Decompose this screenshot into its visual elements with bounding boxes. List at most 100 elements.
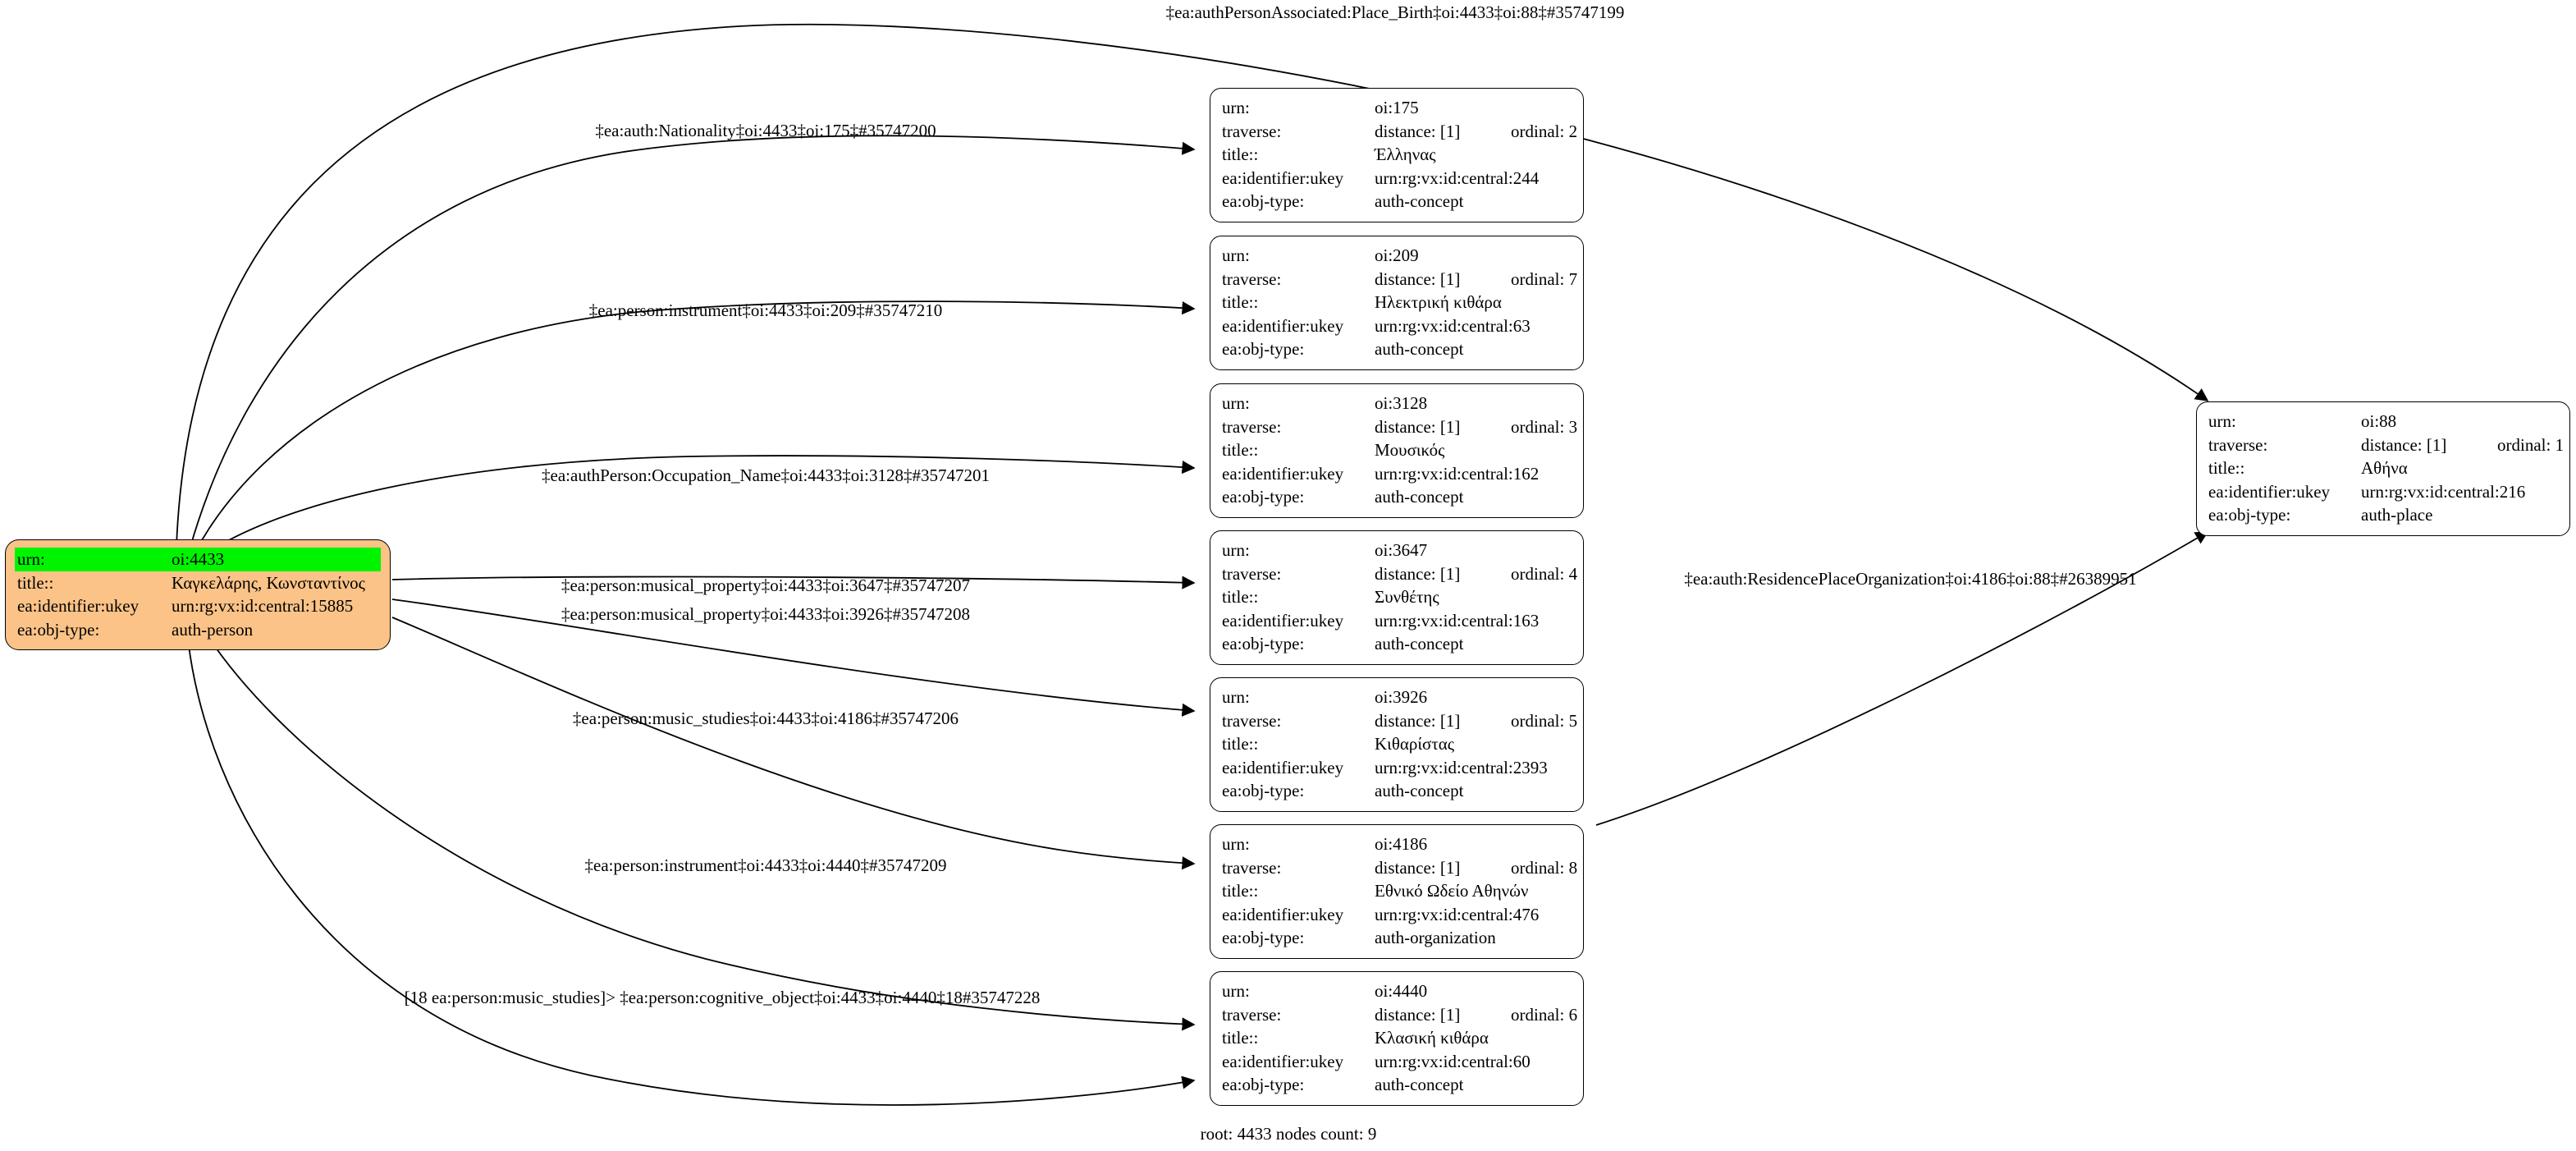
field-value-traverse: distance: [1]ordinal: 2	[1375, 120, 1578, 144]
field-label-traverse: traverse:	[1222, 121, 1282, 141]
node-row-objtype: ea:obj-type: auth-concept	[1219, 632, 1574, 656]
node-row-ukey: ea:identifier:ukey urn:rg:vx:id:central:…	[15, 594, 381, 618]
field-value-ukey: urn:rg:vx:id:central:162	[1375, 463, 1540, 484]
edge-path-instrument-209	[194, 300, 1196, 553]
field-value-objtype: auth-organization	[1375, 928, 1496, 948]
field-label-traverse: traverse:	[1222, 563, 1282, 584]
field-label-urn: urn:	[1222, 981, 1250, 1001]
field-label-urn: urn:	[1222, 687, 1250, 707]
node-row-ukey: ea:identifier:ukey urn:rg:vx:id:central:…	[1219, 1050, 1574, 1074]
field-label-objtype: ea:obj-type:	[1222, 634, 1305, 654]
node-row-title: title:: Κιθαρίστας	[1219, 732, 1574, 756]
field-label-urn: urn:	[1222, 98, 1250, 117]
field-label-title: title::	[1222, 881, 1259, 901]
node-row-objtype: ea:obj-type: auth-concept	[1219, 485, 1574, 509]
node-oi3926[interactable]: urn: oi:3926 traverse: distance: [1]ordi…	[1210, 677, 1584, 812]
field-value-ordinal: ordinal: 6	[1511, 1004, 1578, 1025]
node-row-title: title:: Έλληνας	[1219, 143, 1574, 167]
field-label-ukey: ea:identifier:ukey	[17, 596, 140, 617]
field-label-objtype: ea:obj-type:	[1222, 928, 1305, 948]
field-label-urn: urn:	[1222, 393, 1250, 413]
node-root-oi4433[interactable]: urn: oi:4433 title:: Καγκελάρης, Κωνσταν…	[5, 539, 391, 651]
field-label-objtype: ea:obj-type:	[1222, 191, 1305, 212]
node-row-title: title:: Καγκελάρης, Κωνσταντίνος	[15, 571, 381, 595]
field-value-title: Συνθέτης	[1375, 587, 1439, 608]
node-row-title: title:: Ηλεκτρική κιθάρα	[1219, 291, 1574, 314]
node-oi3128[interactable]: urn: oi:3128 traverse: distance: [1]ordi…	[1210, 383, 1584, 518]
node-row-objtype: ea:obj-type: auth-concept	[1219, 779, 1574, 803]
node-oi3647[interactable]: urn: oi:3647 traverse: distance: [1]ordi…	[1210, 530, 1584, 665]
field-label-objtype: ea:obj-type:	[1222, 1075, 1305, 1095]
node-row-ukey: ea:identifier:ukey urn:rg:vx:id:central:…	[1219, 314, 1574, 338]
edge-path-place-birth	[176, 23, 2209, 547]
node-row-urn: urn: oi:209	[1219, 244, 1574, 268]
node-row-urn: urn: oi:175	[1219, 96, 1574, 120]
node-oi209[interactable]: urn: oi:209 traverse: distance: [1]ordin…	[1210, 236, 1584, 370]
field-value-objtype: auth-concept	[1375, 1075, 1464, 1095]
node-row-urn: urn: oi:3926	[1219, 686, 1574, 709]
field-value-ukey: urn:rg:vx:id:central:63	[1375, 315, 1531, 336]
field-value-title: Μουσικός	[1375, 440, 1445, 461]
field-label-ukey: ea:identifier:ukey	[1222, 167, 1344, 188]
field-value-ordinal: ordinal: 5	[1511, 710, 1578, 731]
field-value-ukey: urn:rg:vx:id:central:244	[1375, 167, 1540, 188]
node-row-title: title:: Μουσικός	[1219, 438, 1574, 462]
edge-label-cognitive-object: [18 ea:person:music_studies]> ‡ea:person…	[404, 988, 1041, 1007]
node-row-title: title:: Εθνικό Ωδείο Αθηνών	[1219, 879, 1574, 903]
field-value-ordinal: ordinal: 3	[1511, 416, 1578, 437]
field-value-objtype: auth-concept	[1375, 487, 1464, 507]
node-row-objtype: ea:obj-type: auth-organization	[1219, 926, 1574, 950]
field-value-title: Κιθαρίστας	[1375, 734, 1455, 754]
edge-label-place-birth: ‡ea:authPersonAssociated:Place_Birth‡oi:…	[1165, 2, 1625, 22]
field-label-title: title::	[1222, 292, 1259, 313]
field-label-ukey: ea:identifier:ukey	[1222, 1051, 1344, 1071]
field-label-ukey: ea:identifier:ukey	[1222, 757, 1344, 777]
field-value-traverse: distance: [1]ordinal: 3	[1375, 415, 1578, 439]
field-value-title: Εθνικό Ωδείο Αθηνών	[1375, 881, 1529, 901]
field-label-urn: urn:	[1222, 834, 1250, 854]
field-value-traverse: distance: [1]ordinal: 6	[1375, 1003, 1578, 1027]
node-row-ukey: ea:identifier:ukey urn:rg:vx:id:central:…	[1219, 167, 1574, 190]
node-oi88[interactable]: urn: oi:88 traverse: distance: [1]ordina…	[2196, 401, 2570, 536]
field-label-title: title::	[2208, 458, 2245, 479]
node-row-traverse: traverse: distance: [1]ordinal: 2	[1219, 120, 1578, 144]
node-row-urn: urn: oi:3128	[1219, 392, 1574, 415]
node-row-urn: urn: oi:4433	[15, 548, 381, 571]
node-row-title: title:: Αθήνα	[2206, 456, 2560, 480]
field-label-ukey: ea:identifier:ukey	[1222, 610, 1344, 631]
node-row-traverse: traverse: distance: [1]ordinal: 5	[1219, 709, 1578, 733]
field-label-urn: urn:	[15, 548, 172, 571]
node-row-urn: urn: oi:3647	[1219, 539, 1574, 562]
edge-label-musical-property-3926: ‡ea:person:musical_property‡oi:4433‡oi:3…	[560, 604, 971, 624]
field-value-title: Κλασική κιθάρα	[1375, 1028, 1489, 1048]
edge-label-occupation: ‡ea:authPerson:Occupation_Name‡oi:4433‡o…	[542, 465, 990, 485]
field-label-urn: urn:	[1222, 245, 1250, 265]
field-label-title: title::	[1222, 734, 1259, 754]
node-oi4186[interactable]: urn: oi:4186 traverse: distance: [1]ordi…	[1210, 824, 1584, 959]
edge-label-instrument-209: ‡ea:person:instrument‡oi:4433‡oi:209‡#35…	[588, 300, 943, 320]
field-label-title: title::	[1222, 144, 1259, 165]
node-oi4440[interactable]: urn: oi:4440 traverse: distance: [1]ordi…	[1210, 971, 1584, 1106]
edge-label-musical-property-3647: ‡ea:person:musical_property‡oi:4433‡oi:3…	[560, 576, 971, 595]
field-value-ordinal: ordinal: 1	[2497, 434, 2565, 455]
node-row-urn: urn: oi:88	[2206, 410, 2560, 433]
field-value-title: Αθήνα	[2361, 458, 2408, 479]
node-row-ukey: ea:identifier:ukey urn:rg:vx:id:central:…	[2206, 480, 2560, 504]
node-row-objtype: ea:obj-type: auth-person	[15, 618, 381, 642]
field-value-ordinal: ordinal: 8	[1511, 857, 1578, 878]
field-value-urn: oi:175	[1375, 98, 1419, 117]
field-value-ukey: urn:rg:vx:id:central:60	[1375, 1051, 1531, 1071]
edge-label-music-studies: ‡ea:person:music_studies‡oi:4433‡oi:4186…	[572, 708, 959, 728]
field-value-title: Έλληνας	[1375, 144, 1436, 165]
field-label-objtype: ea:obj-type:	[1222, 339, 1305, 360]
field-label-ukey: ea:identifier:ukey	[1222, 904, 1344, 924]
field-label-traverse: traverse:	[1222, 416, 1282, 437]
field-value-objtype: auth-concept	[1375, 781, 1464, 801]
field-value-ukey: urn:rg:vx:id:central:216	[2361, 481, 2526, 502]
node-oi175[interactable]: urn: oi:175 traverse: distance: [1]ordin…	[1210, 88, 1584, 222]
edge-label-residence-place: ‡ea:auth:ResidencePlaceOrganization‡oi:4…	[1684, 569, 2137, 589]
field-label-traverse: traverse:	[1222, 268, 1282, 289]
edge-path-instrument-4440	[200, 625, 1196, 1031]
node-row-urn: urn: oi:4440	[1219, 979, 1574, 1003]
field-value-ordinal: ordinal: 2	[1511, 121, 1578, 141]
